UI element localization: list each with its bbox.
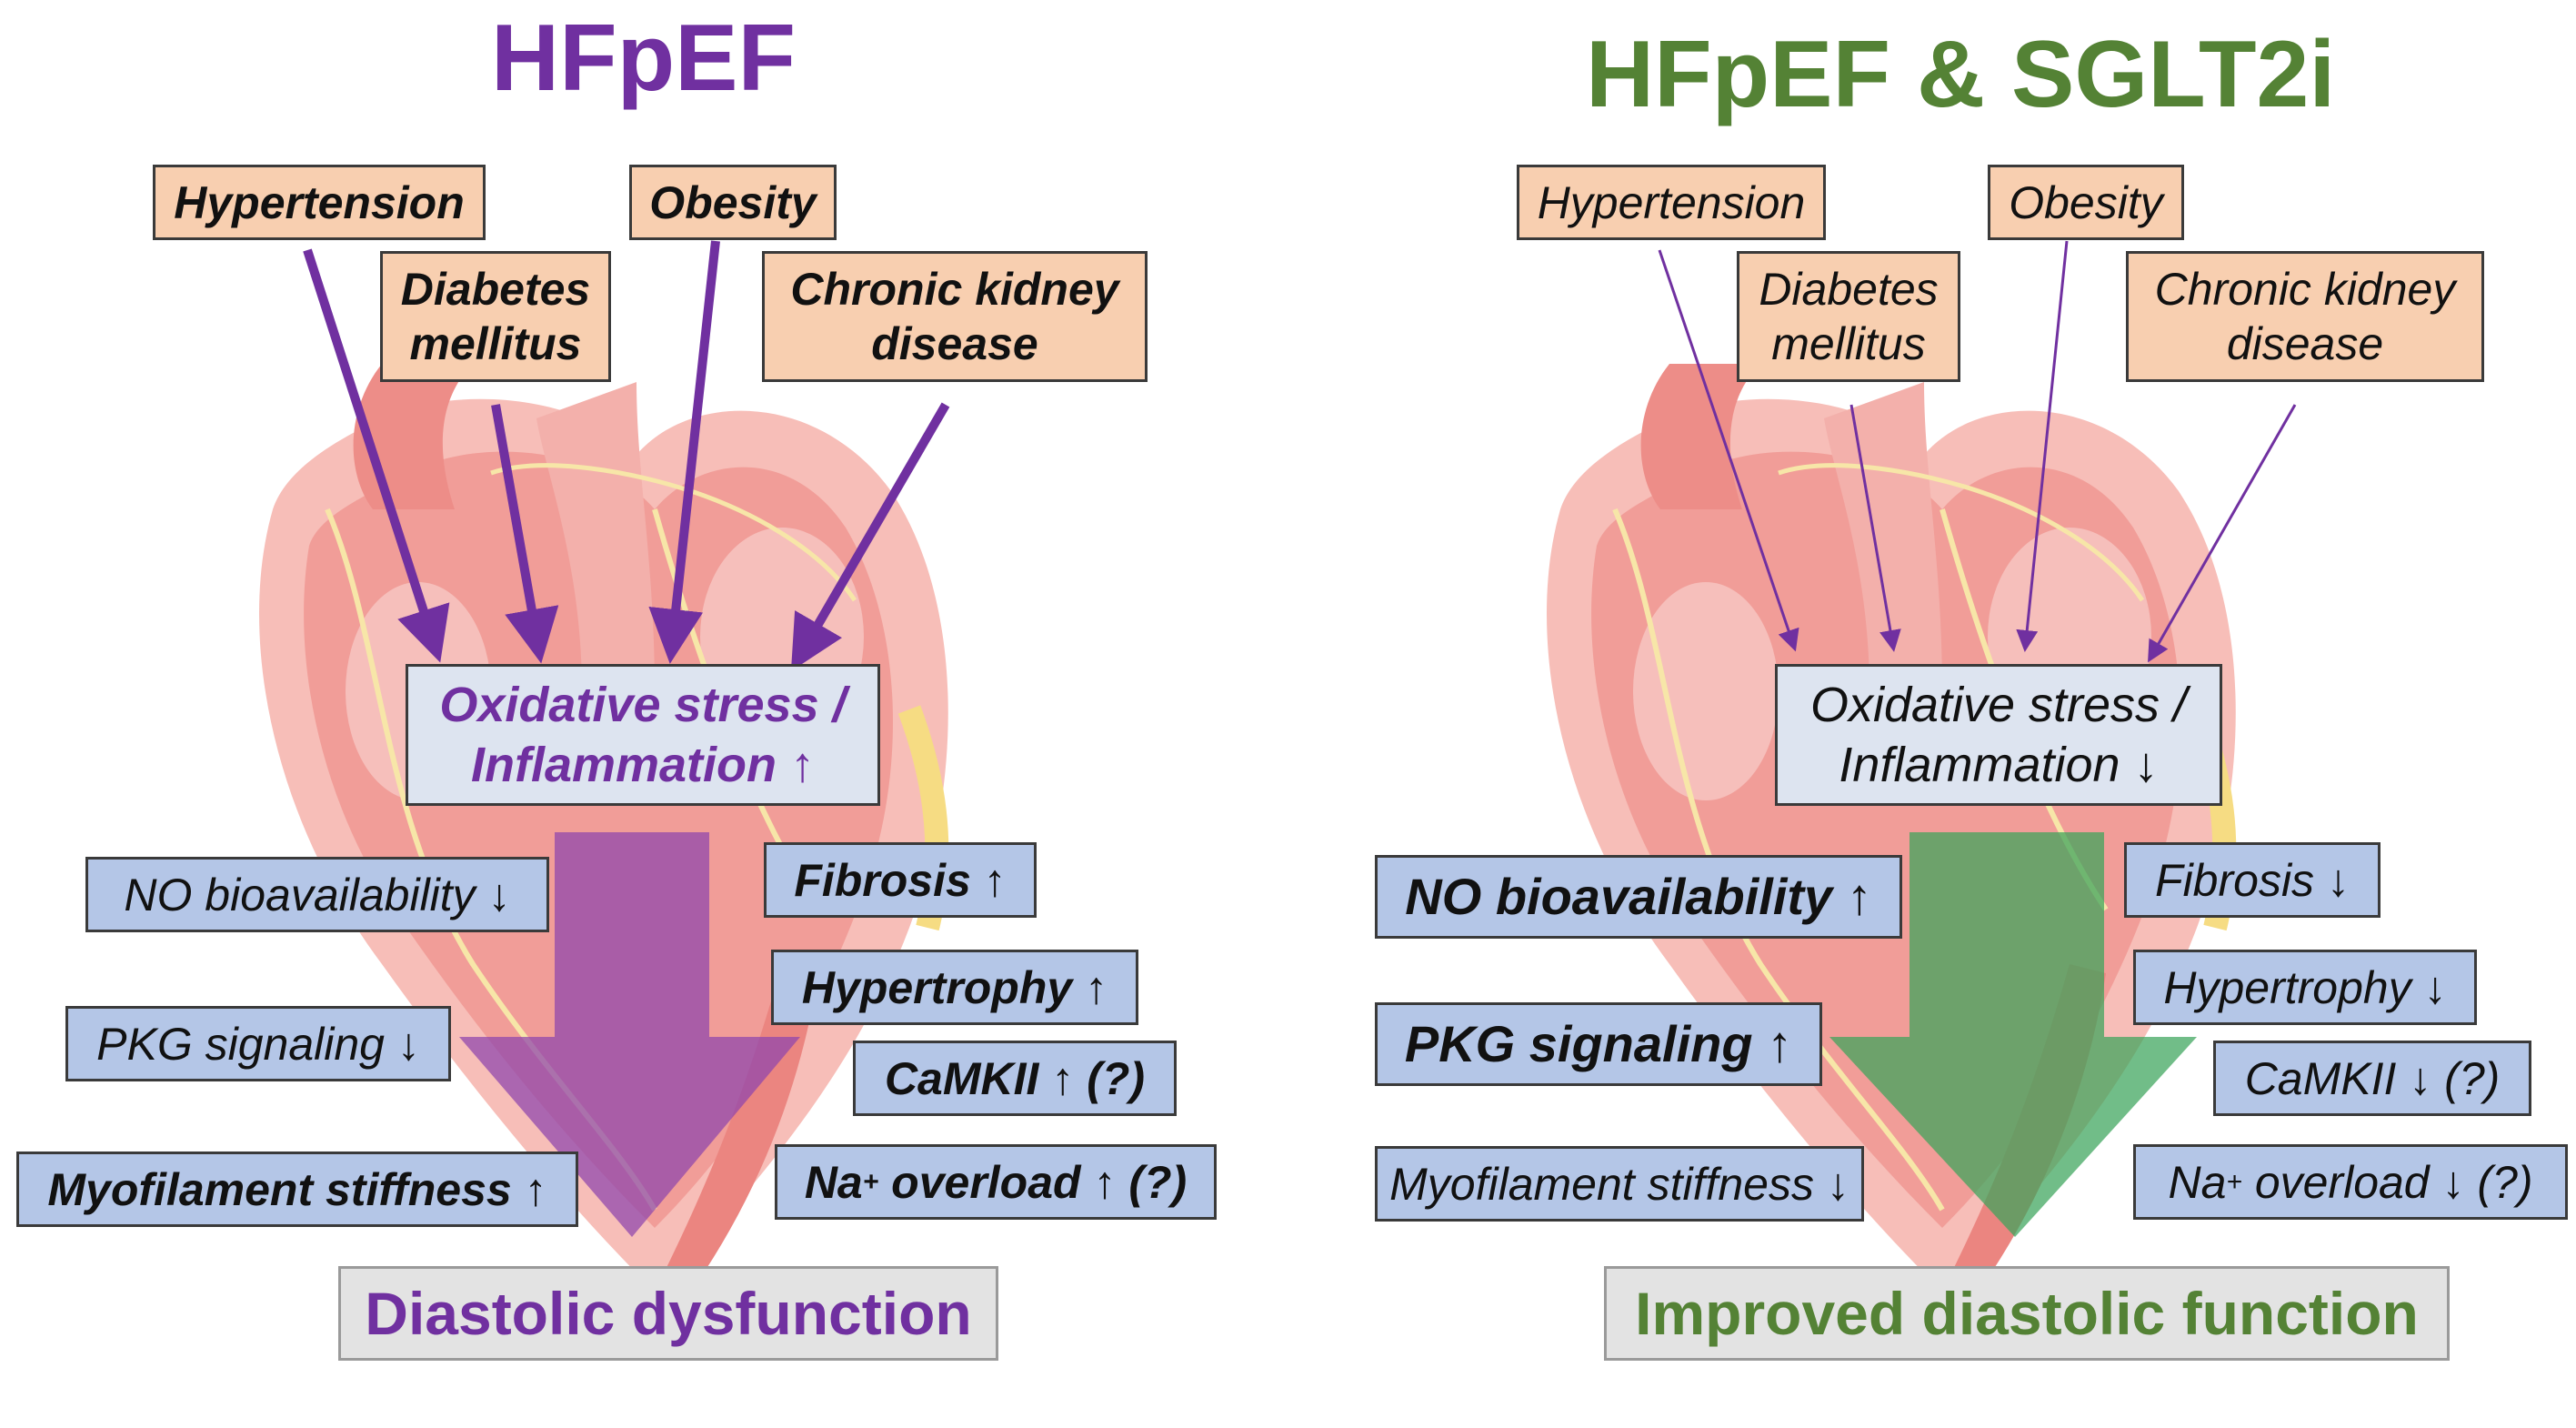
- risk-diabetes-line1: Diabetes: [400, 264, 591, 315]
- mech-hypertrophy: Hypertrophy ↓: [2133, 950, 2477, 1025]
- risk-ckd-line1: Chronic kidney: [2154, 264, 2456, 315]
- risk-hypertension: Hypertension: [153, 165, 486, 240]
- mech-no-bioavailability: NO bioavailability ↑: [1375, 855, 1902, 939]
- mech-na-overload: Na+ overload ↑ (?): [775, 1144, 1217, 1220]
- purple-down-arrow: [459, 832, 800, 1237]
- risk-diabetes-line1: Diabetes: [1759, 264, 1939, 315]
- mech-pkg-signaling: PKG signaling ↓: [65, 1006, 451, 1081]
- risk-diabetes: Diabetes mellitus: [1737, 251, 1960, 382]
- risk-diabetes-line2: mellitus: [409, 318, 582, 369]
- risk-ckd-line1: Chronic kidney: [790, 264, 1119, 315]
- risk-obesity: Obesity: [1988, 165, 2184, 240]
- mech-camkii: CaMKII ↓ (?): [2213, 1041, 2531, 1116]
- hfpef-sglt2i-panel: HFpEF & SGLT2i Hypertension Obesity Diab…: [1288, 0, 2575, 1428]
- mech-camkii: CaMKII ↑ (?): [853, 1041, 1177, 1116]
- na-suffix: overload ↓ (?): [2241, 1156, 2533, 1208]
- risk-obesity: Obesity: [629, 165, 837, 240]
- center-line2: Inflammation ↑: [470, 738, 816, 792]
- mech-pkg-signaling: PKG signaling ↑: [1375, 1002, 1822, 1086]
- na-prefix: Na: [804, 1156, 863, 1208]
- na-suffix: overload ↑ (?): [878, 1156, 1188, 1208]
- center-line1: Oxidative stress /: [439, 678, 847, 732]
- oxidative-stress-box: Oxidative stress / Inflammation ↓: [1775, 664, 2222, 806]
- na-prefix: Na: [2168, 1156, 2227, 1208]
- risk-chronic-kidney-disease: Chronic kidney disease: [2126, 251, 2484, 382]
- risk-ckd-line2: disease: [2226, 318, 2384, 369]
- panel-title: HFpEF: [491, 5, 797, 111]
- outcome-box: Diastolic dysfunction: [338, 1266, 998, 1361]
- center-line2: Inflammation ↓: [1839, 738, 2159, 792]
- mech-no-bioavailability: NO bioavailability ↓: [85, 857, 549, 932]
- risk-diabetes: Diabetes mellitus: [380, 251, 611, 382]
- mech-na-overload: Na+ overload ↓ (?): [2133, 1144, 2568, 1220]
- green-down-arrow: [1829, 832, 2197, 1237]
- mech-fibrosis: Fibrosis ↑: [764, 842, 1037, 918]
- mech-myofilament-stiffness: Myofilament stiffness ↑: [16, 1151, 578, 1227]
- risk-diabetes-line2: mellitus: [1771, 318, 1926, 369]
- risk-chronic-kidney-disease: Chronic kidney disease: [762, 251, 1148, 382]
- center-line1: Oxidative stress /: [1809, 678, 2188, 732]
- outcome-box: Improved diastolic function: [1604, 1266, 2450, 1361]
- risk-hypertension: Hypertension: [1517, 165, 1826, 240]
- risk-ckd-line2: disease: [871, 318, 1038, 369]
- panel-title: HFpEF & SGLT2i: [1586, 22, 2336, 127]
- mech-fibrosis: Fibrosis ↓: [2124, 842, 2381, 918]
- mech-hypertrophy: Hypertrophy ↑: [771, 950, 1138, 1025]
- mech-myofilament-stiffness: Myofilament stiffness ↓: [1375, 1146, 1864, 1222]
- oxidative-stress-box: Oxidative stress / Inflammation ↑: [406, 664, 880, 806]
- hfpef-panel: HFpEF Hypertension Obesity Diabetes mell…: [16, 5, 1217, 1361]
